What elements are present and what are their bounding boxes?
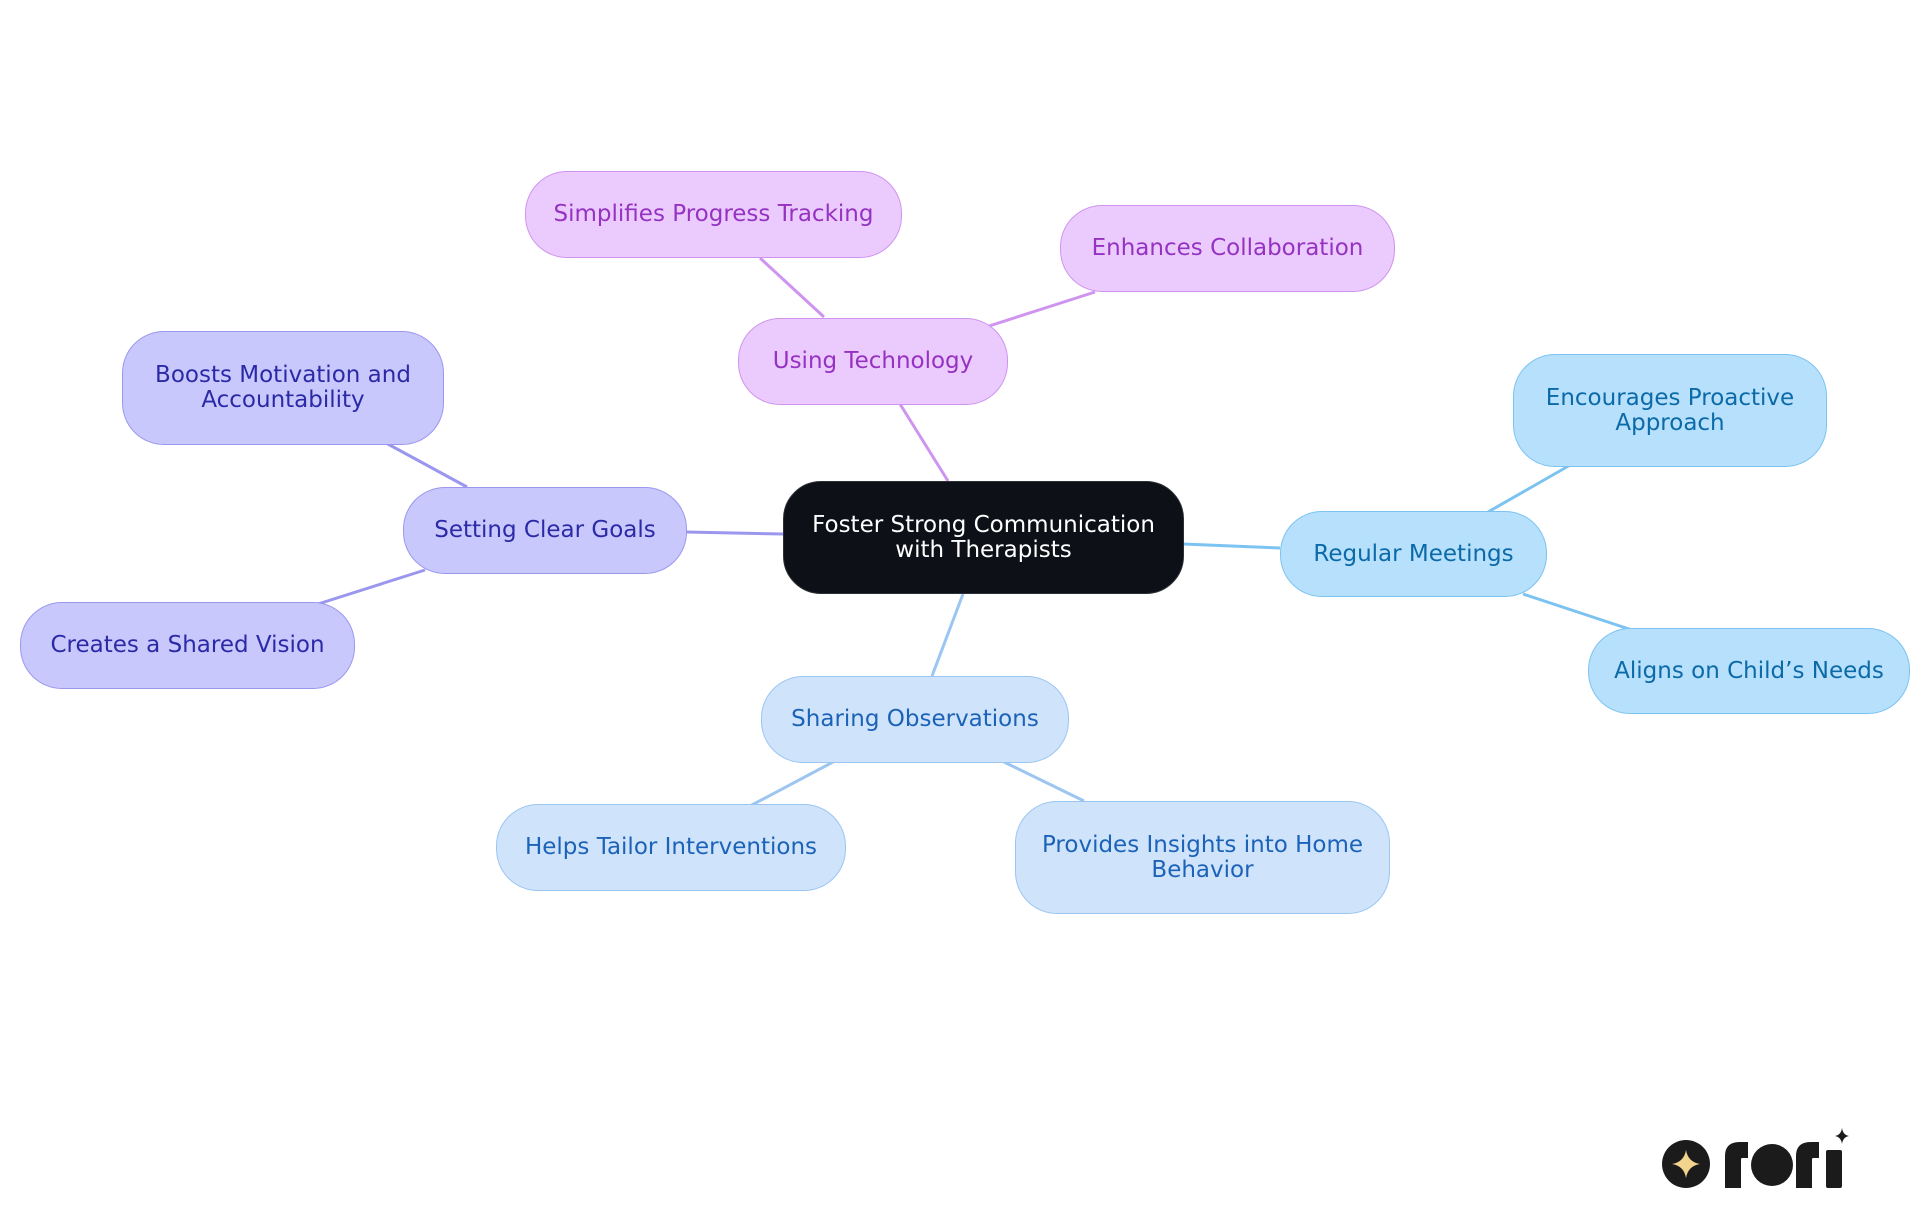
sparkle-icon xyxy=(1662,1140,1710,1188)
leaf-provides-insights-home-behavior: Provides Insights into Home Behavior xyxy=(1015,801,1390,914)
connector-regular-meetings-aligns xyxy=(1522,592,1633,632)
connector-center-regular-meetings xyxy=(1182,542,1281,550)
leaf-boosts-motivation-accountability: Boosts Motivation and Accountability xyxy=(122,331,444,445)
connector-sharing-observations-tailor xyxy=(749,760,834,808)
connector-center-sharing-observations xyxy=(930,593,965,677)
leaf-aligns-on-childs-needs: Aligns on Child’s Needs xyxy=(1588,628,1910,714)
connector-center-using-technology xyxy=(898,403,950,482)
connector-goals-shared-vision xyxy=(317,568,426,606)
leaf-creates-shared-vision: Creates a Shared Vision xyxy=(20,602,355,689)
connector-center-setting-clear-goals xyxy=(685,530,784,536)
connector-goals-motivation xyxy=(385,441,468,489)
rori-logo xyxy=(1660,1128,1860,1188)
connector-technology-progress xyxy=(758,256,826,319)
branch-setting-clear-goals: Setting Clear Goals xyxy=(403,487,687,574)
branch-regular-meetings: Regular Meetings xyxy=(1280,511,1547,597)
branch-using-technology: Using Technology xyxy=(738,318,1008,405)
center-node: Foster Strong Communication with Therapi… xyxy=(783,481,1184,594)
logo-wordmark xyxy=(1725,1128,1849,1188)
leaf-encourages-proactive-approach: Encourages Proactive Approach xyxy=(1513,354,1827,467)
leaf-simplifies-progress-tracking: Simplifies Progress Tracking xyxy=(525,171,902,258)
connector-technology-collaboration xyxy=(988,290,1096,328)
connector-regular-meetings-encourages xyxy=(1487,462,1573,514)
leaf-helps-tailor-interventions: Helps Tailor Interventions xyxy=(496,804,846,891)
branch-sharing-observations: Sharing Observations xyxy=(761,676,1069,763)
leaf-enhances-collaboration: Enhances Collaboration xyxy=(1060,205,1395,292)
connector-sharing-observations-insights xyxy=(1003,760,1085,803)
